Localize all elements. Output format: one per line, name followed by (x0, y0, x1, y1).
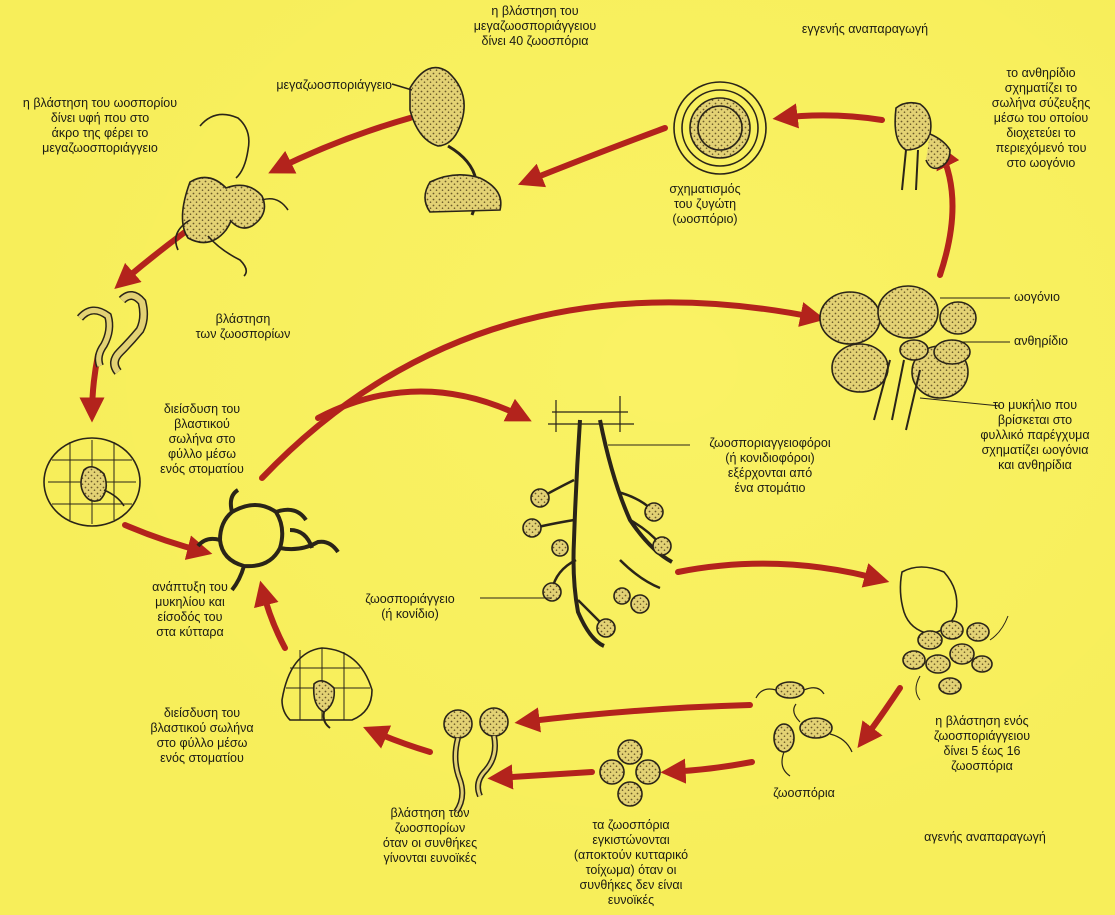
arrow-zygote-to-megasporangium (525, 128, 665, 182)
arrow-gametangia-to-antheridium (940, 150, 953, 275)
label-megasporangium-germination: η βλάστηση του μεγαζωοσποριάγγειου δίνει… (445, 4, 625, 49)
arrow-megasporangium-to-oospore-germ (275, 118, 410, 170)
label-oogonium: ωογόνιο (1014, 290, 1114, 305)
label-zoospores: ζωοσπόρια (754, 786, 854, 801)
label-zygote-formation: σχηματισμός του ζυγώτη (ωοσπόριο) (645, 182, 765, 227)
zoospore-germination-upper-drawing (80, 295, 144, 372)
label-antheridium: ανθηρίδιο (1014, 334, 1114, 349)
label-zoosporangium-germination: η βλάστηση ενός ζωοσποριάγγειου δίνει 5 … (912, 714, 1052, 774)
sporangiophore-drawing (523, 396, 672, 646)
leaf-penetration-upper-drawing (44, 438, 140, 526)
oospore-drawing (674, 82, 766, 174)
label-mycelium-development: ανάπτυξη του μυκηλίου και είσοδός του στ… (126, 580, 254, 640)
arrow-cysts-to-germinating (495, 772, 592, 778)
arrow-mycelium-to-sporangiophores (318, 392, 525, 419)
label-zoospore-germination-favorable: βλάστηση των ζωοσπορίων όταν οι συνθήκες… (350, 806, 510, 866)
label-asexual-reproduction: αγενής αναπαραγωγή (905, 830, 1065, 845)
arrow-zoospores-to-cysts (668, 762, 752, 772)
label-mycelium-forms: το μυκήλιο που βρίσκεται στο φυλλικό παρ… (960, 398, 1110, 473)
arrow-sporangiophores-to-germination (678, 564, 882, 580)
zoospores-drawing (756, 682, 852, 776)
label-zoospore-germination: βλάστηση των ζωοσπορίων (178, 312, 308, 342)
arrow-germinating-to-penetration (370, 730, 430, 752)
gametangia-drawing (820, 286, 976, 430)
zoospore-germination-lower-drawing (444, 708, 508, 812)
arrow-penetration-to-mycelium-lower (262, 588, 285, 648)
label-sexual-reproduction: εγγενής αναπαραγωγή (780, 22, 950, 37)
label-penetration-top: διείσδυση του βλαστικού σωλήνα στο φύλλο… (138, 402, 266, 477)
antheridium-drawing (895, 103, 950, 190)
leaf-penetration-lower-drawing (282, 648, 372, 728)
label-penetration-bottom: διείσδυση του βλαστικού σωλήνα στο φύλλο… (128, 706, 276, 766)
arrow-antheridium-to-zygote (780, 115, 882, 120)
mycelium-drawing (198, 490, 338, 590)
label-antheridium-tube: το ανθηρίδιο σχηματίζει το σωλήνα σύζευξ… (966, 66, 1115, 171)
arrow-penetration-to-mycelium (125, 525, 205, 552)
cysts-drawing (600, 740, 660, 806)
arrow-germination-to-zoospores (862, 688, 900, 742)
label-zoosporangium: ζωοσποριάγγειο (ή κονίδιο) (340, 592, 480, 622)
megasporangium-drawing (392, 68, 501, 215)
label-megasporangium: μεγαζωοσποριάγγειο (232, 78, 392, 93)
arrow-zoospores-to-tube-growth (522, 705, 750, 722)
zoosporangium-germination-drawing (900, 567, 1008, 700)
label-zoospores-encyst: τα ζωοσπόρια εγκιστώνονται (αποκτούν κυτ… (546, 818, 716, 908)
label-oospore-germination: η βλάστηση του ωοσπορίου δίνει υφή που σ… (0, 96, 200, 156)
label-sporangiophores: ζωοσποριαγγειοφόροι (ή κονιδιοφόροι) εξέ… (690, 436, 850, 496)
